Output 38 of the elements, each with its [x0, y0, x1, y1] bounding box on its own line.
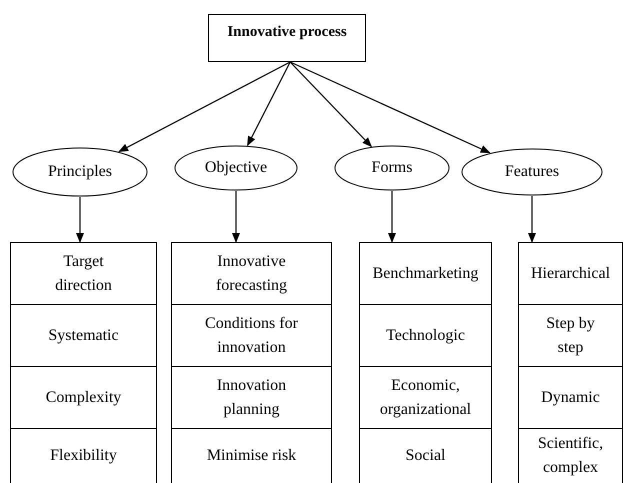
node-text: Innovative forecasting: [214, 252, 288, 296]
node-text: Objective: [204, 159, 268, 176]
arrow: [76, 197, 84, 243]
node-text: Target direction: [54, 252, 113, 296]
arrow: [290, 62, 372, 148]
node-text: Benchmarketing: [372, 264, 478, 284]
node-text: Innovation planning: [216, 376, 288, 420]
node-text: Systematic: [48, 326, 119, 346]
node-text: Forms: [372, 159, 412, 176]
node-text: Economic, organizational: [380, 376, 472, 420]
node-text: Step by step: [545, 314, 596, 358]
table-column: [359, 242, 492, 483]
node-text: Technologic: [386, 326, 465, 346]
arrow: [232, 191, 240, 243]
ellipse-node: [174, 145, 298, 191]
node-text: Social: [406, 446, 446, 466]
ellipse-node: [12, 147, 148, 197]
node-text: Dynamic: [541, 388, 600, 408]
node-text: Minimise risk: [206, 446, 296, 466]
table-column: [10, 242, 157, 483]
table-column: [171, 242, 332, 483]
node-text: Innovative process: [227, 23, 347, 42]
arrow: [528, 196, 536, 243]
title-box: [208, 14, 366, 62]
node-text: Complexity: [46, 388, 122, 408]
arrow: [388, 191, 396, 243]
node-text: Conditions for innovation: [204, 314, 299, 358]
node-text: Features: [504, 163, 560, 180]
ellipse-node: [461, 148, 603, 196]
arrow: [247, 62, 291, 146]
node-text: Flexibility: [50, 446, 117, 466]
arrow: [290, 61, 491, 154]
node-text: Hierarchical: [530, 264, 610, 284]
ellipse-node: [334, 145, 450, 191]
node-text: Scientific, complex: [538, 434, 604, 478]
arrow: [118, 61, 290, 152]
table-column: [518, 242, 623, 483]
node-text: Principles: [48, 163, 112, 180]
